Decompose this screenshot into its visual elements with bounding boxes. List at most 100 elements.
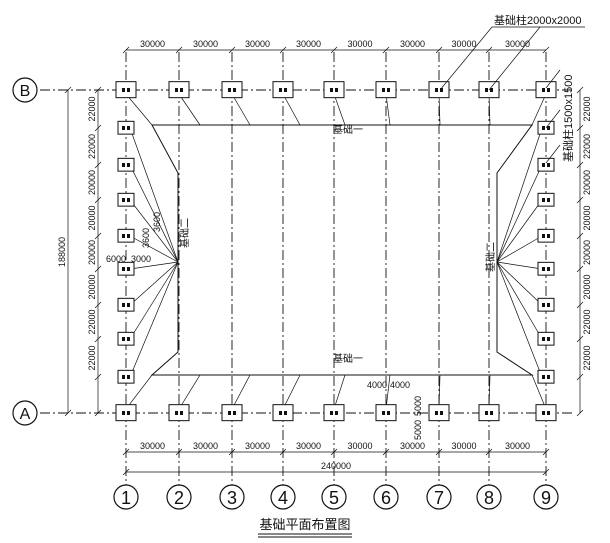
dim-depth-tick-t	[64, 86, 72, 94]
footing-right-2	[537, 157, 555, 172]
footing-left-5	[117, 261, 135, 276]
footing-a-7	[428, 404, 450, 422]
footing-left-6-bolt-b	[127, 303, 130, 307]
grid-bubble-B	[12, 77, 38, 103]
footing-left-8-bolt-a	[122, 375, 125, 379]
grid-bubble-9	[533, 484, 559, 510]
dim-bottom-tick-8	[542, 448, 550, 456]
dim-top-label-8: 30000	[505, 39, 530, 49]
dim-left-tick-2	[94, 161, 102, 169]
dim-top-tick-4	[330, 46, 338, 54]
dim-top-label-4: 30000	[296, 39, 321, 49]
dim-bottom-tick-2	[228, 448, 236, 456]
footing-b-3-bolt-b	[233, 88, 236, 92]
footing-a-9-bolt-b	[547, 411, 550, 415]
footing-right-8-bolt-b	[547, 375, 550, 379]
footing-a-6-bolt-b	[387, 411, 390, 415]
footing-right-4	[537, 228, 555, 243]
dim-left-label-1: 22000	[87, 96, 97, 121]
footing-right-3	[537, 192, 555, 207]
footing-right-6-bolt-a	[542, 303, 545, 307]
strip-bottom-4	[282, 374, 301, 410]
dim-left-label-2: 22000	[87, 134, 97, 159]
footing-b-9	[535, 81, 557, 99]
strip-right-6	[496, 261, 543, 306]
strip-right-1	[496, 127, 543, 263]
strip-right-7	[496, 261, 543, 340]
dim-top-tick-2	[228, 46, 236, 54]
footing-right-3-bolt-b	[547, 198, 550, 202]
strip-bottom-7	[438, 374, 441, 410]
footing-right-5-bolt-b	[547, 267, 550, 271]
dim-right-label-5: 20000	[582, 240, 592, 265]
dim-right-label-3: 20000	[582, 170, 592, 195]
footing-left-6-bolt-a	[122, 303, 125, 307]
strip-left-2	[129, 164, 179, 263]
footing-left-6	[117, 297, 135, 312]
dim-right-tick-9	[576, 409, 584, 417]
strip-left-8	[129, 261, 179, 378]
footing-b-8-bolt-b	[490, 88, 493, 92]
footing-right-6-bolt-b	[547, 303, 550, 307]
grid-bubble-label-1: 1	[121, 488, 131, 508]
footing-left-1-bolt-a	[122, 126, 125, 130]
footing-left-4-bolt-a	[122, 234, 125, 238]
footing-b-5-bolt-b	[335, 88, 338, 92]
grid-bubble-label-7: 7	[434, 488, 444, 508]
footing-b-6-bolt-b	[387, 88, 390, 92]
footing-a-8	[478, 404, 500, 422]
strip-left-1	[129, 127, 179, 263]
footing-right-1-bolt-a	[542, 126, 545, 130]
strip-left-7	[129, 261, 179, 340]
footing-right-5-bolt-a	[542, 267, 545, 271]
grid-bubble-5	[321, 484, 347, 510]
footing-small-label: 基础柱1500x1500	[561, 75, 575, 162]
dim-bottom-tick-5	[382, 448, 390, 456]
grid-bubble-A	[12, 400, 38, 426]
strip-bottom-1	[125, 374, 153, 410]
dim-top-label-6: 30000	[400, 39, 425, 49]
dim-3600-a: 3600	[141, 228, 151, 248]
footing-a-1	[115, 404, 137, 422]
strip-bottom-6	[385, 374, 391, 410]
grid-bubble-label-3: 3	[227, 488, 237, 508]
dim-5000-a: 5000	[413, 420, 423, 440]
strip-right-3	[496, 199, 543, 263]
dim-6000-b: 3000	[131, 254, 151, 264]
dim-right-tick-4	[576, 232, 584, 240]
dim-right-label-8: 22000	[582, 345, 592, 370]
footing-a-4-bolt-b	[284, 411, 287, 415]
strip-bottom-8	[488, 374, 491, 410]
dim-left-tick-9	[94, 409, 102, 417]
grid-bubble-label-5: 5	[329, 488, 339, 508]
beam-2-right-label: 基础二	[484, 242, 497, 272]
dim-top-tick-3	[279, 46, 287, 54]
dim-right-label-7: 22000	[582, 309, 592, 334]
beam-1-bottom-label: 基础一	[333, 352, 363, 365]
dim-top-tick-6	[435, 46, 443, 54]
footing-b-2	[168, 81, 190, 99]
footing-b-1	[115, 81, 137, 99]
dim-right-tick-7	[576, 335, 584, 343]
grid-bubble-7	[426, 484, 452, 510]
dim-right-tick-1	[576, 124, 584, 132]
footing-b-9-bolt-a	[542, 88, 545, 92]
footing-a-8-bolt-a	[485, 411, 488, 415]
grid-bubble-3	[219, 484, 245, 510]
footing-left-4	[117, 228, 135, 243]
dim-right-tick-3	[576, 196, 584, 204]
grid-bubble-label-A: A	[20, 406, 31, 423]
grid-bubble-label-2: 2	[174, 488, 184, 508]
strip-left-4	[129, 235, 179, 263]
footing-a-3-bolt-b	[233, 411, 236, 415]
footing-left-1-bolt-b	[127, 126, 130, 130]
footing-b-3	[221, 81, 243, 99]
dim-6000-a: 6000	[106, 254, 126, 264]
footing-left-5-bolt-b	[127, 267, 130, 271]
dim-bottom-label-6: 30000	[400, 441, 425, 451]
dim-left-tick-4	[94, 232, 102, 240]
footing-b-2-bolt-b	[180, 88, 183, 92]
footing-left-2-bolt-a	[122, 163, 125, 167]
